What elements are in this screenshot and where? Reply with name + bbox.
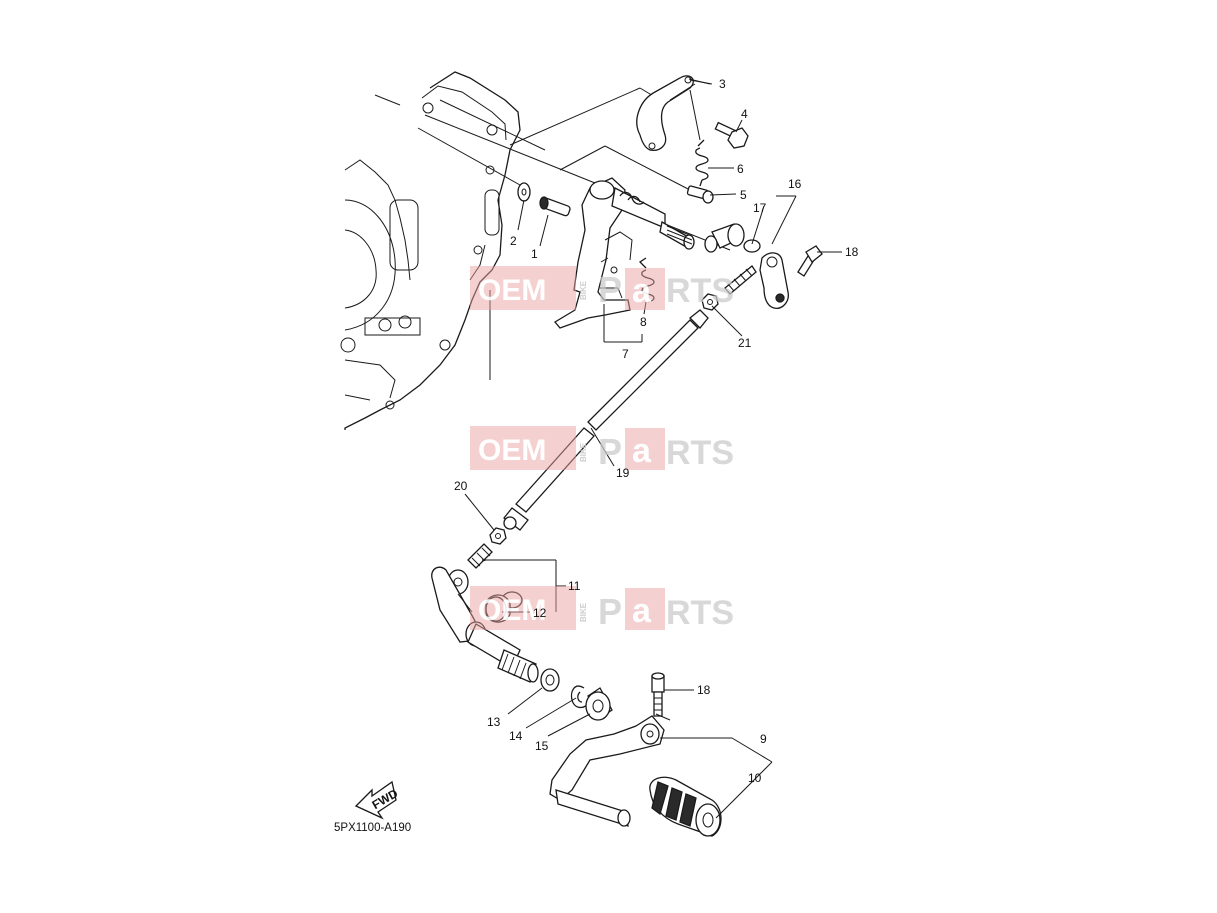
svg-text:BIKE: BIKE xyxy=(579,602,588,622)
bolt-part-4 xyxy=(714,121,749,149)
nut-part-20 xyxy=(489,527,507,545)
callout-19: 19 xyxy=(616,466,630,480)
svg-text:OEM: OEM xyxy=(478,274,546,307)
svg-text:P: P xyxy=(598,431,622,472)
spring-part-8 xyxy=(638,257,655,303)
crankcase-outline xyxy=(340,71,521,430)
pin-part-1 xyxy=(539,196,571,217)
washer-part-13 xyxy=(540,668,560,692)
callout-6: 6 xyxy=(737,162,744,176)
svg-text:a: a xyxy=(632,592,652,630)
diagram-code: 5PX1100-A190 xyxy=(334,822,411,834)
svg-text:BIKE: BIKE xyxy=(579,442,588,462)
watermark-top: OEM BIKE P a RTS xyxy=(470,266,734,310)
svg-text:BIKE: BIKE xyxy=(579,280,588,300)
shift-shaft-part-7 xyxy=(554,177,695,329)
svg-text:P: P xyxy=(598,591,622,632)
fwd-arrow-icon: FWD xyxy=(354,780,401,820)
svg-text:OEM: OEM xyxy=(478,594,546,627)
shift-pedal-part-9 xyxy=(549,713,671,827)
shift-rod-part-19 xyxy=(503,309,709,531)
washer-part-2 xyxy=(517,182,531,202)
callout-17: 17 xyxy=(753,201,767,215)
watermark-bottom: OEM BIKE P a RTS xyxy=(470,586,734,632)
callout-15: 15 xyxy=(535,739,549,753)
bolt-part-18-upper xyxy=(797,245,823,277)
callout-10: 10 xyxy=(748,771,762,785)
watermark-middle: OEM BIKE P a RTS xyxy=(470,426,734,472)
callout-21: 21 xyxy=(738,336,752,350)
collar-part-17 xyxy=(704,223,745,253)
svg-text:a: a xyxy=(632,272,652,310)
callout-leaders xyxy=(457,78,842,819)
callout-1: 1 xyxy=(531,247,538,261)
stopper-lever-part-3 xyxy=(636,75,713,151)
svg-text:OEM: OEM xyxy=(478,434,546,467)
fwd-label: FWD xyxy=(370,786,401,812)
callout-14: 14 xyxy=(509,729,523,743)
callout-9: 9 xyxy=(760,732,767,746)
spring-part-6 xyxy=(695,139,709,187)
bushing-part-15 xyxy=(585,687,613,721)
svg-text:RTS: RTS xyxy=(666,272,734,310)
collar-part-12 xyxy=(485,591,523,623)
callout-8: 8 xyxy=(640,315,647,329)
pedal-rubber-part-10 xyxy=(649,776,722,837)
callout-13: 13 xyxy=(487,715,501,729)
callout-11: 11 xyxy=(568,579,581,593)
svg-text:a: a xyxy=(632,432,652,470)
callout-20: 20 xyxy=(454,479,468,493)
svg-text:P: P xyxy=(598,269,622,310)
callout-16: 16 xyxy=(788,177,802,191)
bolt-part-5 xyxy=(686,185,714,204)
callout-5: 5 xyxy=(740,188,747,202)
svg-text:RTS: RTS xyxy=(666,434,734,472)
nut-part-21 xyxy=(701,293,719,311)
svg-text:RTS: RTS xyxy=(666,594,734,632)
shift-arm-part-16 xyxy=(724,239,789,309)
callout-2: 2 xyxy=(510,234,517,248)
callout-7: 7 xyxy=(622,347,629,361)
callout-18: 18 xyxy=(845,245,859,259)
callout-12: 12 xyxy=(533,606,547,620)
callout-18-lower: 18 xyxy=(697,683,711,697)
callout-labels: 1 2 3 4 5 6 7 8 9 10 11 12 13 14 15 16 1… xyxy=(454,77,859,785)
lower-shaft xyxy=(467,623,539,683)
callout-3: 3 xyxy=(719,77,726,91)
bolt-part-18-lower xyxy=(651,672,665,717)
callout-4: 4 xyxy=(741,107,748,121)
